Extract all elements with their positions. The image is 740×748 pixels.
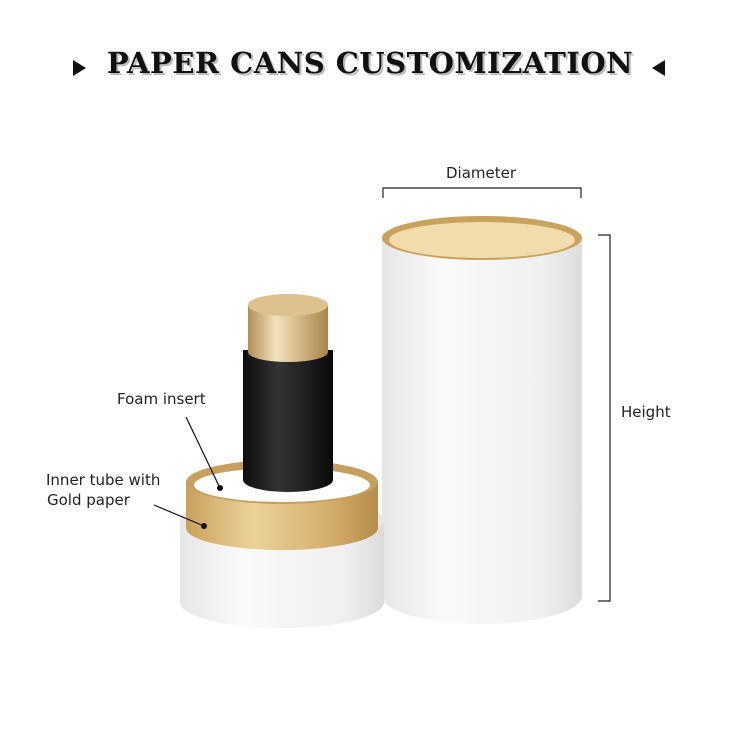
page-title: PAPER CANS CUSTOMIZATION [106,46,634,80]
inner-tube-label-line2: Gold paper [47,491,130,509]
left-arrow-icon [73,60,86,76]
foam-insert-label: Foam insert [117,390,206,408]
inner-tube-pointer [153,504,205,527]
right-arrow-icon [652,60,665,76]
diameter-bracket [382,187,582,198]
foam-insert-pointer [185,416,221,489]
tall-paper-can [382,216,582,624]
bottle [243,294,333,492]
inner-tube-label-line1: Inner tube with [46,471,161,489]
height-label: Height [621,403,671,421]
height-bracket [598,234,611,602]
diameter-label: Diameter [446,164,517,182]
